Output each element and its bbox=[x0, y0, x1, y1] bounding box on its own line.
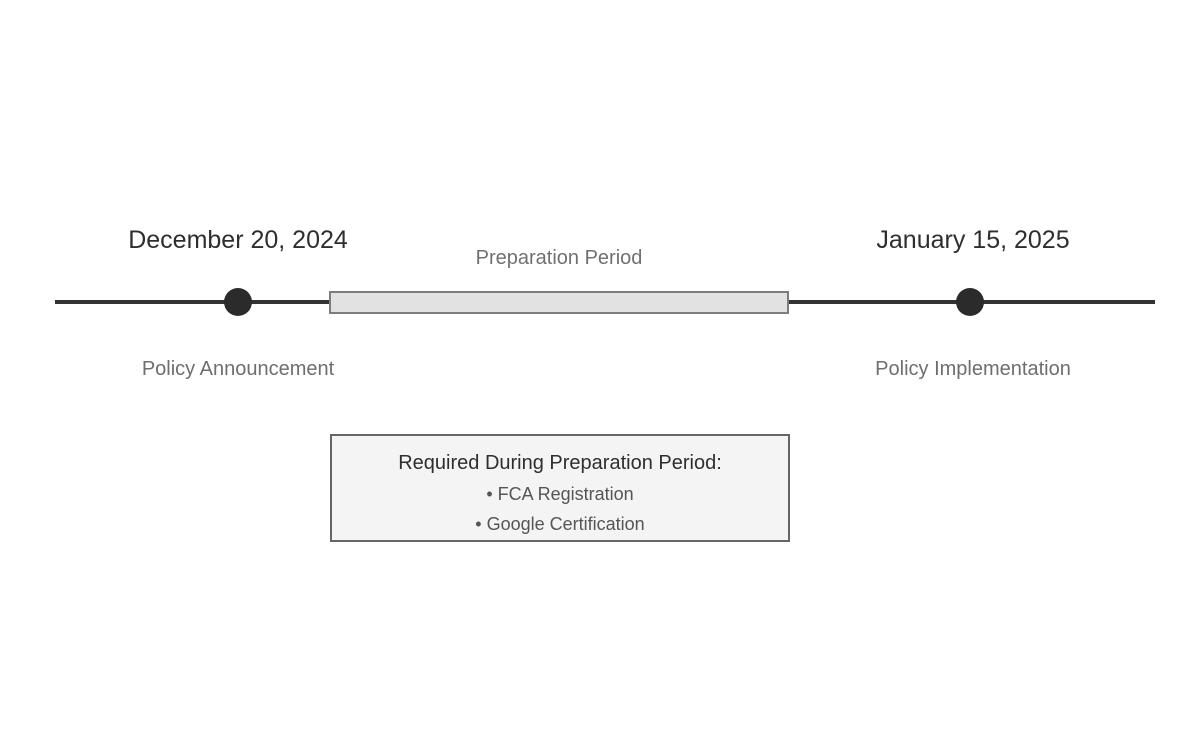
requirements-item-fca: • FCA Registration bbox=[486, 484, 634, 504]
requirements-box: Required During Preparation Period: • FC… bbox=[330, 434, 790, 542]
date-announcement: December 20, 2024 bbox=[128, 226, 348, 254]
requirements-box-title: Required During Preparation Period: bbox=[398, 452, 722, 474]
timeline-dot-implementation bbox=[956, 288, 984, 316]
timeline-dot-announcement bbox=[224, 288, 252, 316]
preparation-period-label: Preparation Period bbox=[475, 247, 643, 269]
requirements-item-google: • Google Certification bbox=[475, 514, 645, 534]
event-label-announcement: Policy Announcement bbox=[141, 358, 335, 380]
date-implementation: January 15, 2025 bbox=[876, 226, 1070, 254]
preparation-period-bar bbox=[329, 291, 789, 314]
event-label-implementation: Policy Implementation bbox=[875, 358, 1071, 380]
